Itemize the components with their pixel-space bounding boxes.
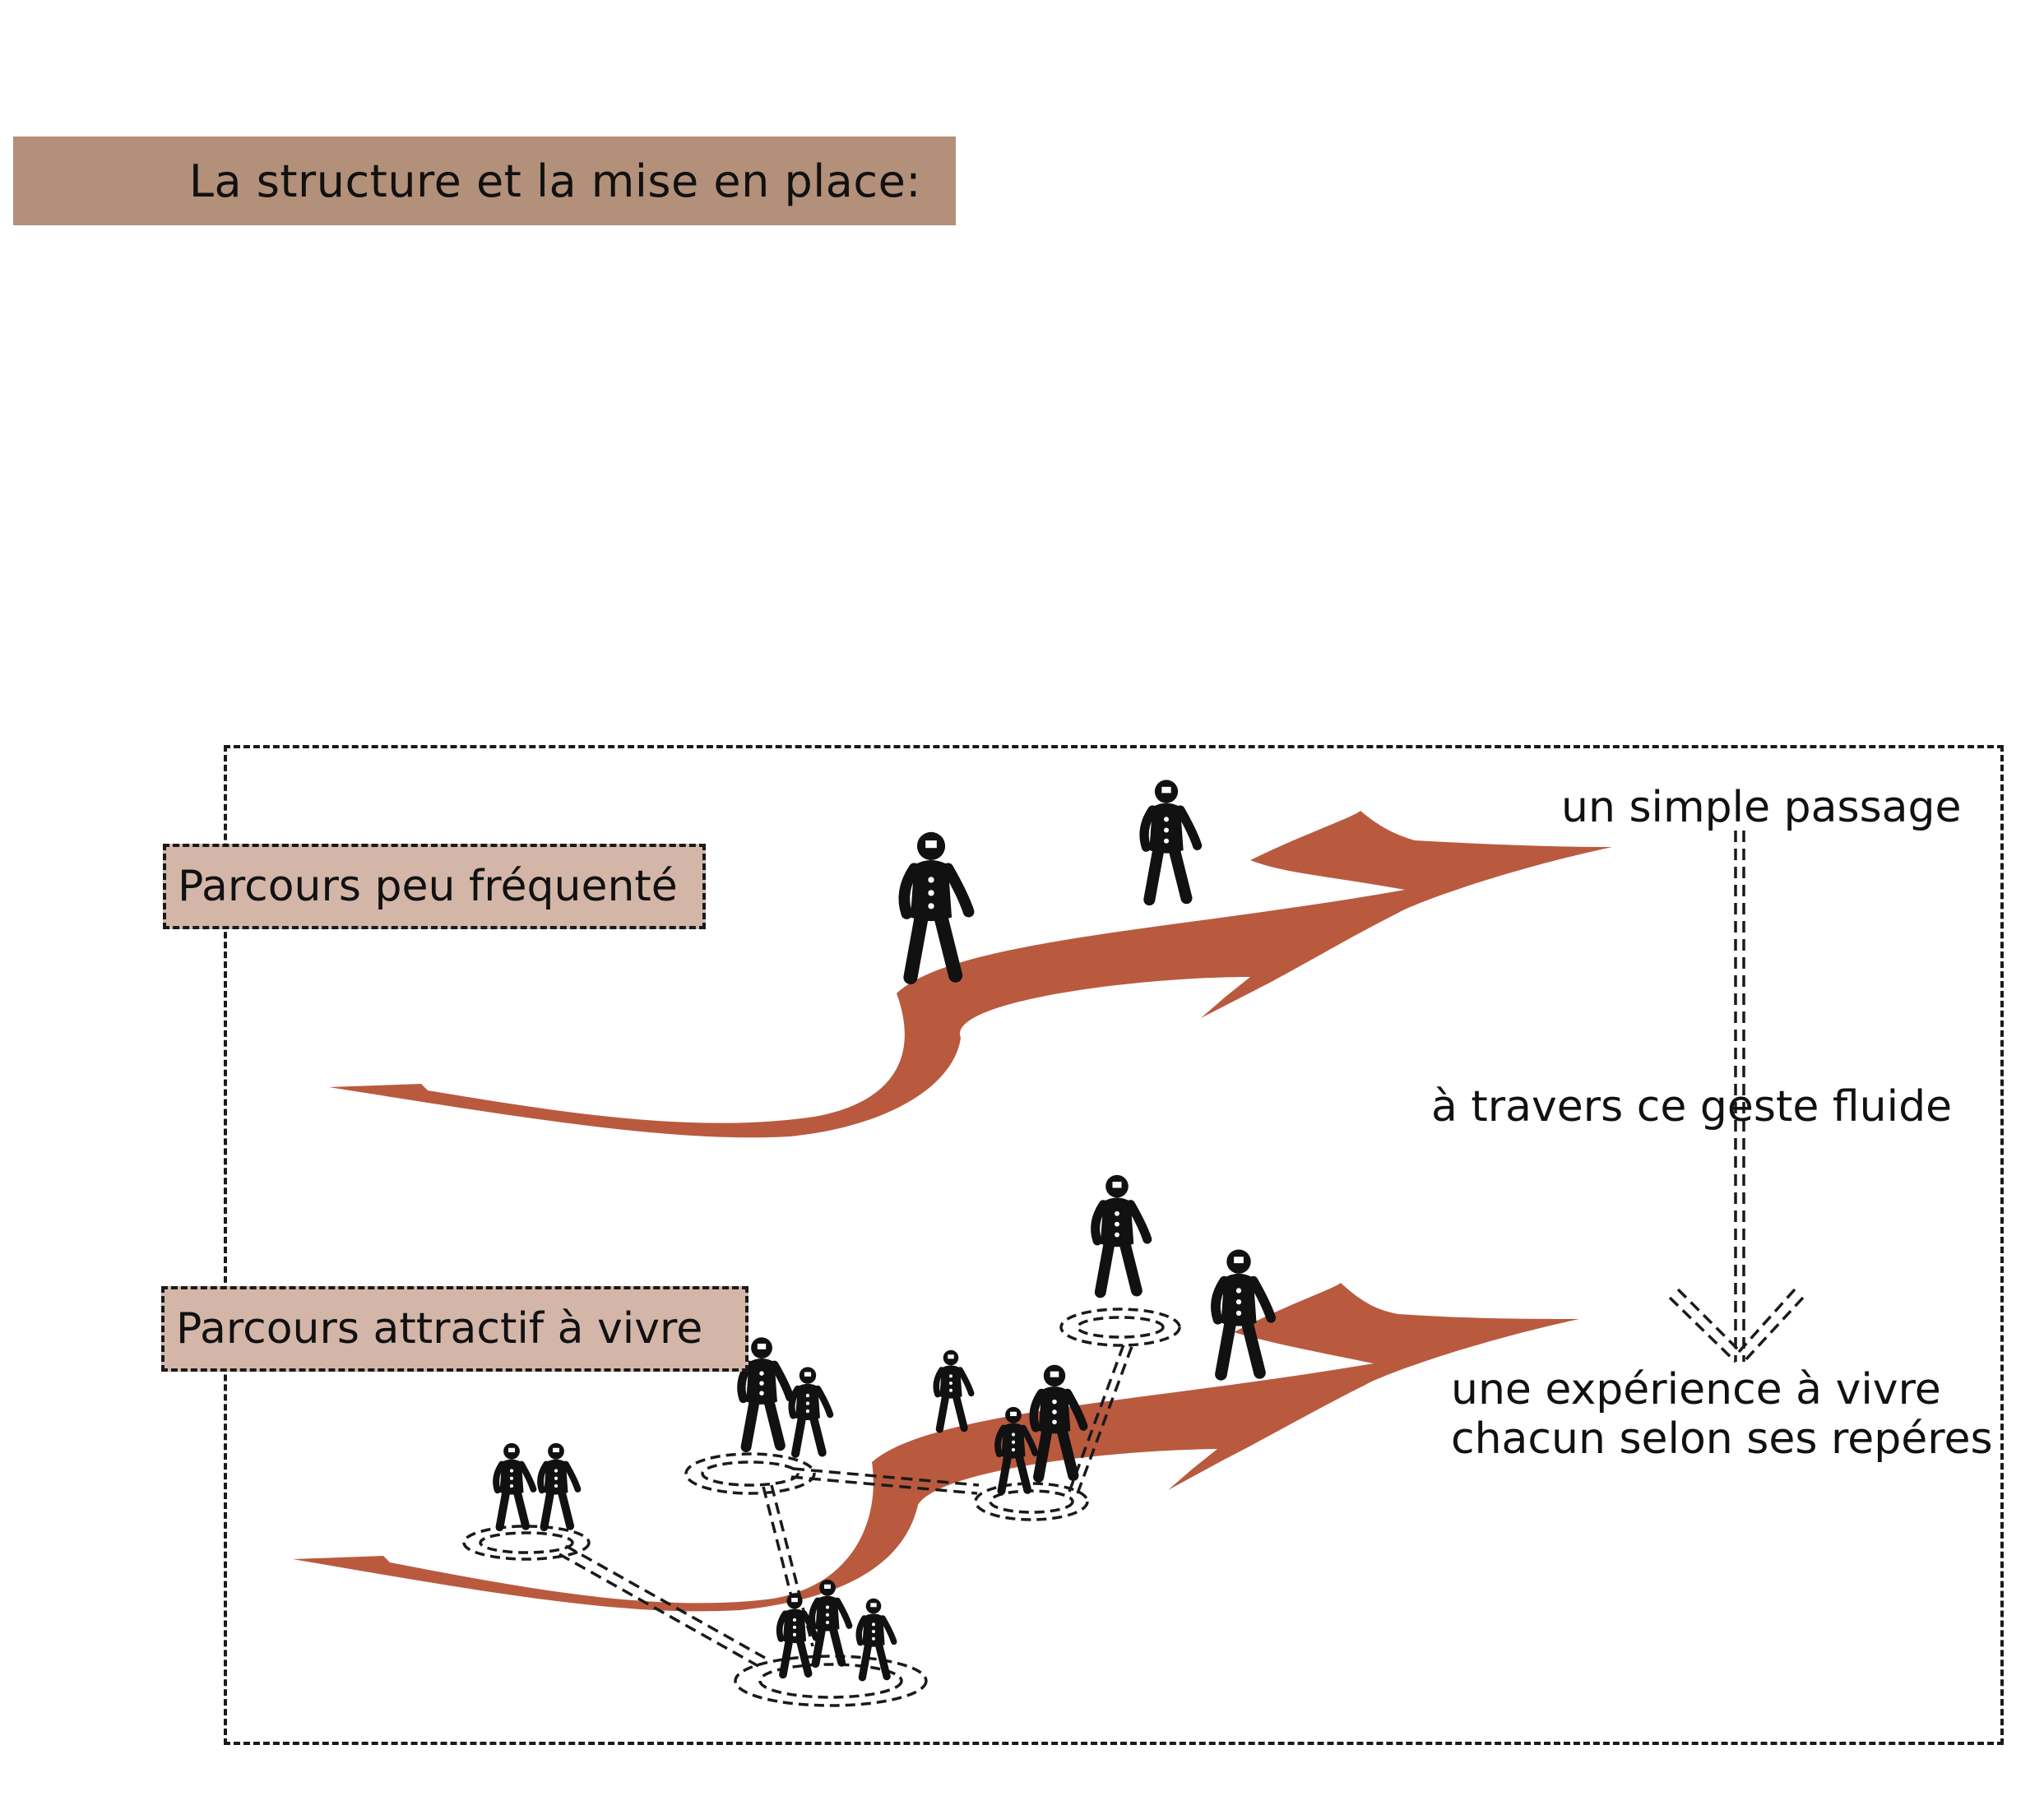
annotation-passage: un simple passage — [1561, 783, 1962, 832]
diagram-frame — [224, 745, 2004, 1745]
annotation-geste: à travers ce geste fluide — [1431, 1082, 1953, 1132]
ground-rings — [462, 1308, 1181, 1707]
label-parcours-peu-frequente: Parcours peu fréquenté — [163, 844, 706, 929]
heading-title: La structure et la mise en place: — [188, 155, 921, 207]
label-parcours-attractif: Parcours attractif à vivre — [161, 1286, 749, 1372]
label-parcours-attractif-text: Parcours attractif à vivre — [176, 1304, 703, 1354]
annotation-experience: une expérience à vivre — [1451, 1365, 1941, 1414]
heading-banner: La structure et la mise en place: — [13, 137, 956, 225]
bottom-path-arrow — [293, 1283, 1579, 1612]
top-path-arrow — [329, 811, 1612, 1138]
flow-arrow — [1668, 831, 1805, 1363]
annotation-reperes: chacun selon ses repéres — [1451, 1414, 1993, 1464]
label-parcours-peu-frequente-text: Parcours peu fréquenté — [178, 862, 678, 911]
connector-lines — [559, 1340, 1135, 1668]
